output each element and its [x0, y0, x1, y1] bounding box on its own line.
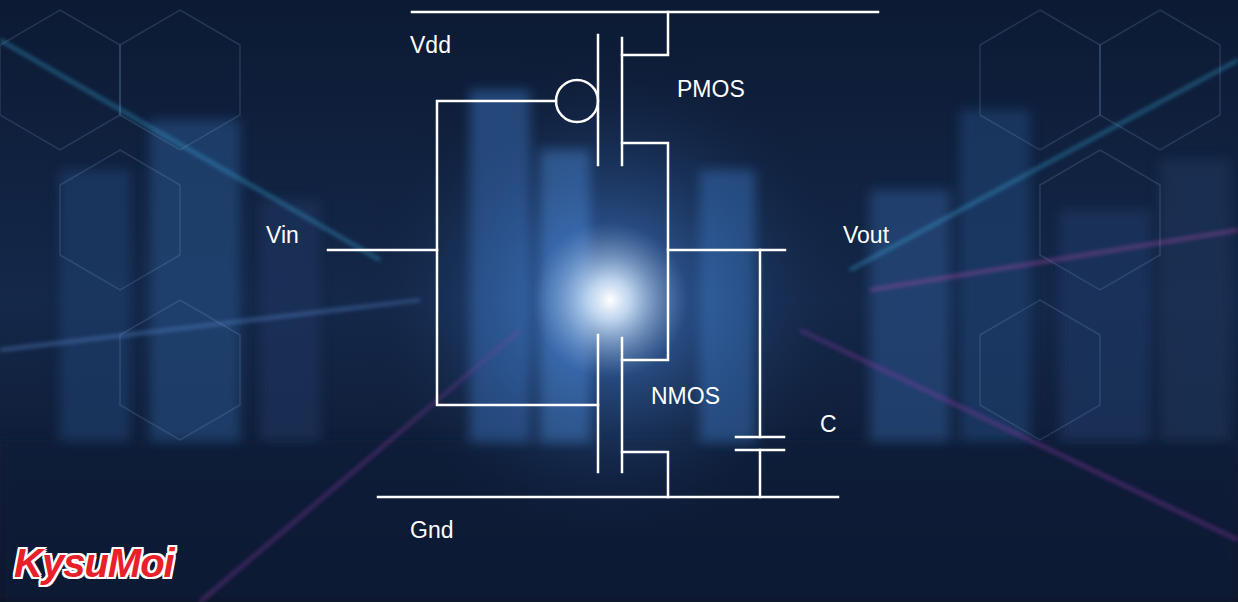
pmos-source-wire [622, 12, 668, 55]
cap-wire-bottom [759, 450, 762, 497]
nmos-gate-plate [597, 335, 600, 472]
signal-name: Vin [266, 224, 299, 247]
rail-name: Vdd [410, 34, 451, 57]
pmos-channel [621, 38, 624, 165]
rail-name: Gnd [410, 519, 453, 542]
cap-plate-top [736, 436, 784, 439]
part-name: PMOS [677, 78, 745, 101]
gnd-rail [378, 496, 838, 499]
pmos-gate-bubble [556, 80, 598, 122]
nmos-source-wire [622, 452, 668, 497]
part-name: NMOS [651, 385, 720, 408]
watermark: KysuMoi [14, 543, 174, 583]
part-name: C [820, 413, 837, 436]
vout-wire [668, 249, 785, 252]
signal-name: Vout [843, 224, 889, 247]
gate-wire [437, 101, 598, 405]
pmos-drain-wire [622, 143, 668, 360]
cap-wire-top [759, 250, 762, 437]
vin-wire [328, 249, 437, 252]
vdd-rail [412, 11, 878, 14]
